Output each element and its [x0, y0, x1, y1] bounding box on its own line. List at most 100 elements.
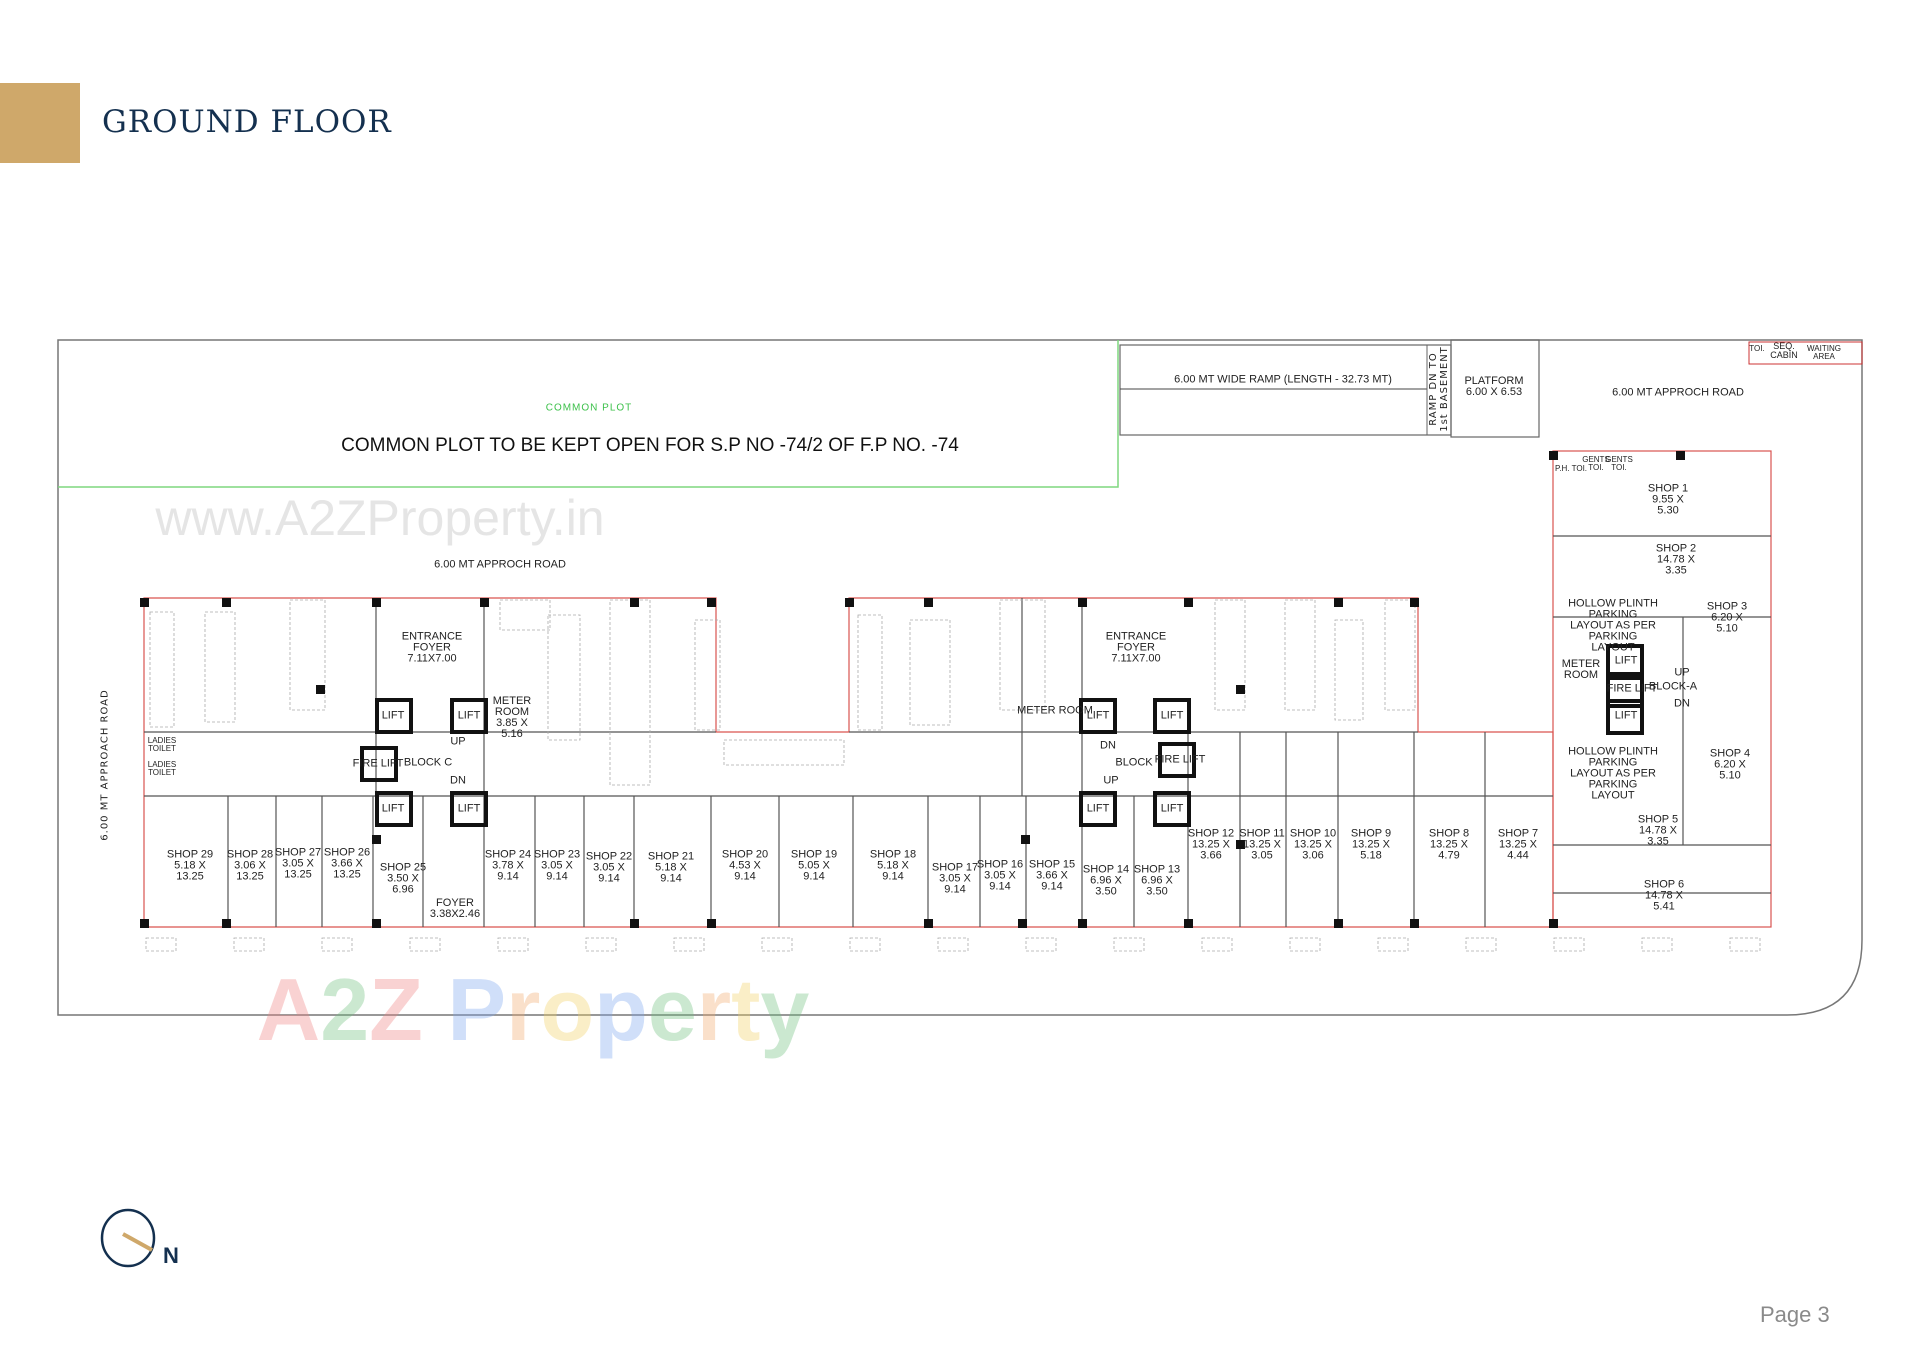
toilet-label: TOI. — [1749, 344, 1765, 353]
room-label-lift: LIFT — [381, 802, 405, 815]
parking-hatch — [145, 599, 1761, 952]
parking-bay — [1377, 937, 1409, 952]
room-label-dn: DN — [1674, 697, 1690, 710]
north-label: N — [163, 1243, 179, 1268]
parking-bay — [289, 599, 326, 711]
lift-shaft — [360, 746, 398, 782]
parking-bay — [723, 739, 845, 766]
room-label-up: UP — [450, 735, 466, 748]
parking-bay — [857, 614, 883, 731]
lift-shaft — [1158, 742, 1196, 778]
parking-bay — [1289, 937, 1321, 952]
platform-box — [1450, 339, 1540, 438]
common-plot-boundary — [58, 340, 1119, 488]
room-label-block-a: BLOCK-A — [1648, 680, 1698, 693]
column — [316, 685, 325, 694]
parking-bay — [1465, 937, 1497, 952]
page-number: Page 3 — [1760, 1302, 1830, 1327]
room-label-shop-1: SHOP 1 9.55 X 5.30 — [1647, 482, 1689, 517]
room-label-shop-7: SHOP 7 13.25 X 4.44 — [1497, 827, 1539, 862]
lift-shaft — [1606, 672, 1644, 708]
parking-bay — [1025, 937, 1057, 952]
room-label-shop-25: SHOP 25 3.50 X 6.96 — [379, 861, 427, 896]
room-label-lift: LIFT — [381, 709, 405, 722]
room-label-up: UP — [1674, 666, 1690, 679]
room-label-ladies-toilet: LADIES TOILET — [147, 760, 177, 777]
room-label-ladies-toilet: LADIES TOILET — [147, 736, 177, 753]
parking-bay — [1729, 937, 1761, 952]
column — [1021, 835, 1030, 844]
column — [222, 919, 231, 928]
column — [1410, 919, 1419, 928]
column — [372, 919, 381, 928]
north-compass-icon — [100, 1208, 156, 1268]
room-label-shop-29: SHOP 29 5.18 X 13.25 — [166, 848, 214, 883]
room-label-lift: LIFT — [1086, 802, 1110, 815]
room-label-shop-27: SHOP 27 3.05 X 13.25 — [274, 846, 322, 881]
accent-block — [0, 83, 80, 163]
parking-bay — [609, 599, 651, 786]
room-label-shop-3: SHOP 3 6.20 X 5.10 — [1706, 600, 1748, 635]
parking-bay — [1201, 937, 1233, 952]
column — [924, 919, 933, 928]
room-label-foyer-3: FOYER 3.38X2.46 — [429, 897, 481, 920]
column — [1018, 919, 1027, 928]
room-label-shop-12: SHOP 12 13.25 X 3.66 — [1187, 827, 1235, 862]
url-watermark: www.A2ZProperty.in — [155, 490, 605, 546]
road-label-top: 6.00 MT APPROCH ROAD — [1612, 386, 1744, 399]
room-label-gents-toi: GENTS TOI. — [1582, 455, 1610, 472]
column — [1236, 840, 1245, 849]
room-label-shop-22: SHOP 22 3.05 X 9.14 — [585, 850, 633, 885]
room-label-shop-10: SHOP 10 13.25 X 3.06 — [1289, 827, 1337, 862]
room-label-shop-13: SHOP 13 6.96 X 3.50 — [1133, 863, 1181, 898]
room-label-hollow-plinth: HOLLOW PLINTH PARKING LAYOUT AS PER PARK… — [1568, 745, 1658, 802]
building-tower-a — [1552, 450, 1772, 928]
column — [1549, 451, 1558, 460]
room-label-lift: LIFT — [1614, 709, 1638, 722]
common-plot-note: COMMON PLOT TO BE KEPT OPEN FOR S.P NO -… — [341, 435, 959, 456]
lift-shaft — [1079, 698, 1117, 734]
column — [1236, 685, 1245, 694]
columns — [140, 451, 1685, 928]
column — [140, 598, 149, 607]
column — [1078, 919, 1087, 928]
lift-shaft — [450, 791, 488, 827]
page-title: GROUND FLOOR — [102, 104, 392, 140]
room-label-lift: LIFT — [1614, 654, 1638, 667]
lift-shaft — [375, 791, 413, 827]
column — [630, 919, 639, 928]
walls — [144, 535, 1771, 927]
toilet-cabin-box — [1748, 341, 1863, 365]
logo-watermark: A2Z Property — [256, 960, 810, 1059]
column — [372, 835, 381, 844]
parking-bay — [937, 937, 969, 952]
parking-bay — [1113, 937, 1145, 952]
parking-bay — [585, 937, 617, 952]
parking-bay — [694, 619, 721, 731]
room-label-shop-24: SHOP 24 3.78 X 9.14 — [484, 848, 532, 883]
parking-bay — [321, 937, 353, 952]
column — [1078, 598, 1087, 607]
site-boundary — [57, 339, 1863, 1016]
parking-bay — [547, 614, 581, 741]
room-label-shop-4: SHOP 4 6.20 X 5.10 — [1709, 747, 1751, 782]
room-label-up: UP — [1103, 774, 1119, 787]
column — [480, 598, 489, 607]
room-label-lift: LIFT — [457, 802, 481, 815]
lift-shaft — [1153, 698, 1191, 734]
room-label-lift: LIFT — [1086, 709, 1110, 722]
column — [140, 919, 149, 928]
room-label-shop-14: SHOP 14 6.96 X 3.50 — [1082, 863, 1130, 898]
parking-bay — [909, 619, 951, 726]
ramp-down-label: RAMP DN TO 1st BASEMENT — [1428, 346, 1450, 432]
column — [1184, 919, 1193, 928]
room-label-shop-6: SHOP 6 14.78 X 5.41 — [1643, 878, 1685, 913]
ramp-box — [1119, 344, 1452, 436]
column — [707, 598, 716, 607]
lift-shaft — [1079, 791, 1117, 827]
parking-bay — [497, 937, 529, 952]
parking-bay — [499, 599, 551, 631]
column — [1549, 919, 1558, 928]
room-label-shop-19: SHOP 19 5.05 X 9.14 — [790, 848, 838, 883]
